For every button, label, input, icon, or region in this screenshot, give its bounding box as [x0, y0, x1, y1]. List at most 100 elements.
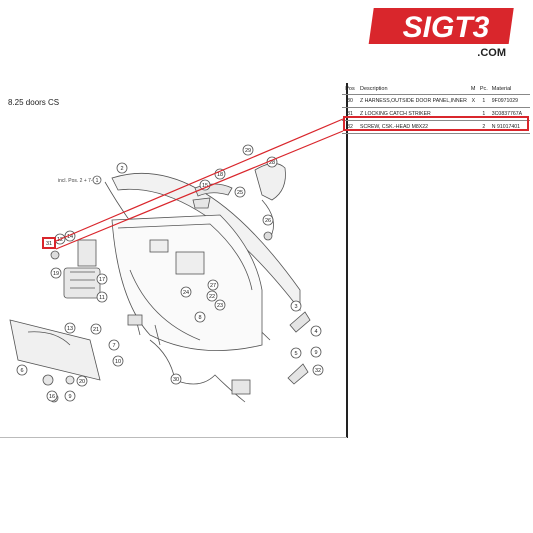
svg-text:23: 23	[217, 303, 223, 309]
wiring-harness	[149, 339, 246, 403]
svg-text:18: 18	[217, 172, 223, 178]
door-module	[175, 251, 205, 275]
callout: 10	[112, 355, 124, 367]
callout: 2	[116, 162, 128, 174]
svg-text:22: 22	[209, 294, 215, 300]
callout: 29	[242, 144, 254, 156]
table-divider	[346, 83, 348, 438]
hinge-part	[289, 311, 311, 333]
section-title: 8.25 doors CS	[8, 98, 60, 107]
logo-suffix: .COM	[477, 47, 506, 58]
callout: 11	[96, 291, 108, 303]
parts-table-header: Pos Description M Pc. Material	[342, 84, 530, 95]
svg-text:24: 24	[183, 290, 189, 296]
row-pc: 1	[477, 94, 490, 108]
callout: 12	[54, 233, 66, 245]
table-row[interactable]: 30 Z HARNESS,OUTSIDE DOOR PANEL,INNER X …	[342, 94, 530, 108]
svg-text:8: 8	[198, 315, 201, 321]
header-pos: Pos	[342, 84, 358, 95]
lock-assembly	[63, 267, 101, 299]
callout: 27	[207, 279, 219, 291]
svg-text:26: 26	[265, 218, 271, 224]
svg-text:28: 28	[269, 160, 275, 166]
striker-part	[50, 250, 60, 260]
callout-highlighted: 31	[46, 241, 52, 247]
row-description: Z HARNESS,OUTSIDE DOOR PANEL,INNER	[358, 94, 469, 108]
svg-text:27: 27	[210, 283, 216, 289]
callout: 32	[312, 364, 324, 376]
callout: 9	[64, 390, 76, 402]
callout: 8	[194, 311, 206, 323]
row-m	[468, 107, 478, 121]
svg-text:19: 19	[53, 271, 59, 277]
svg-text:13: 13	[67, 326, 73, 332]
callout: 19	[50, 267, 62, 279]
svg-text:9: 9	[68, 394, 71, 400]
svg-text:15: 15	[202, 183, 208, 189]
callout: 5	[290, 347, 302, 359]
svg-text:31: 31	[46, 241, 52, 247]
callout: 6	[16, 364, 28, 376]
svg-text:32: 32	[315, 368, 321, 374]
callout: 25	[234, 186, 246, 198]
svg-text:11: 11	[99, 295, 105, 301]
logo-text: SIGT3	[403, 11, 490, 44]
svg-text:4: 4	[314, 329, 317, 335]
svg-text:29: 29	[245, 148, 251, 154]
parts-table: Pos Description M Pc. Material 30 Z HARN…	[342, 84, 530, 134]
callout: 20	[76, 375, 88, 387]
header-description: Description	[358, 84, 469, 95]
exploded-door-diagram: incl. Pos. 2 + 7-9 1 2 29 28 18 15 25 26…	[9, 144, 324, 403]
callout: 7	[108, 339, 120, 351]
highlighted-callout-frame	[42, 237, 56, 249]
svg-text:12: 12	[57, 237, 63, 243]
row-m	[468, 120, 478, 134]
lock-bracket	[77, 239, 97, 267]
svg-text:21: 21	[93, 327, 99, 333]
callout: 30	[170, 373, 182, 385]
svg-text:20: 20	[79, 379, 85, 385]
callout: 21	[90, 323, 102, 335]
header-pc: Pc.	[477, 84, 490, 95]
sigt3-logo: SIGT3 .COM	[368, 8, 514, 58]
svg-text:6: 6	[20, 368, 23, 374]
header-material: Material	[489, 84, 530, 95]
diagram-note: incl. Pos. 2 + 7-9	[58, 178, 96, 184]
callout: 4	[310, 325, 322, 337]
row-m: X	[468, 94, 478, 108]
svg-text:5: 5	[294, 351, 297, 357]
svg-text:14: 14	[67, 234, 73, 240]
callout: 26	[262, 214, 274, 226]
door-trim-strip	[9, 319, 101, 381]
svg-text:25: 25	[237, 190, 243, 196]
callout: 13	[64, 322, 76, 334]
callout: 28	[266, 156, 278, 168]
svg-text:2: 2	[120, 166, 123, 172]
highlighted-row-frame	[343, 116, 529, 131]
svg-text:30: 30	[173, 377, 179, 383]
callout: 18	[214, 168, 226, 180]
row-pos: 30	[342, 94, 358, 108]
header-m: M	[468, 84, 478, 95]
hinge-part	[287, 363, 309, 385]
svg-text:1: 1	[96, 178, 99, 184]
callout: 17	[96, 273, 108, 285]
callout: 14	[64, 230, 76, 242]
callout: 15	[199, 179, 211, 191]
page-bottom-rule	[0, 437, 347, 438]
callout: 24	[180, 286, 192, 298]
svg-text:9: 9	[314, 350, 317, 356]
callout: 22	[206, 290, 218, 302]
callout: 23	[214, 299, 226, 311]
svg-text:3: 3	[294, 304, 297, 310]
callout: 3	[290, 300, 302, 312]
svg-text:10: 10	[115, 359, 121, 365]
mirror-housing	[254, 163, 286, 201]
row-material: 9F0971029	[489, 94, 530, 108]
callout: 9	[310, 346, 322, 358]
row-pc: 1	[477, 107, 490, 121]
row-pc: 2	[477, 120, 490, 134]
svg-text:17: 17	[99, 277, 105, 283]
svg-text:7: 7	[112, 343, 115, 349]
svg-text:16: 16	[49, 394, 55, 400]
